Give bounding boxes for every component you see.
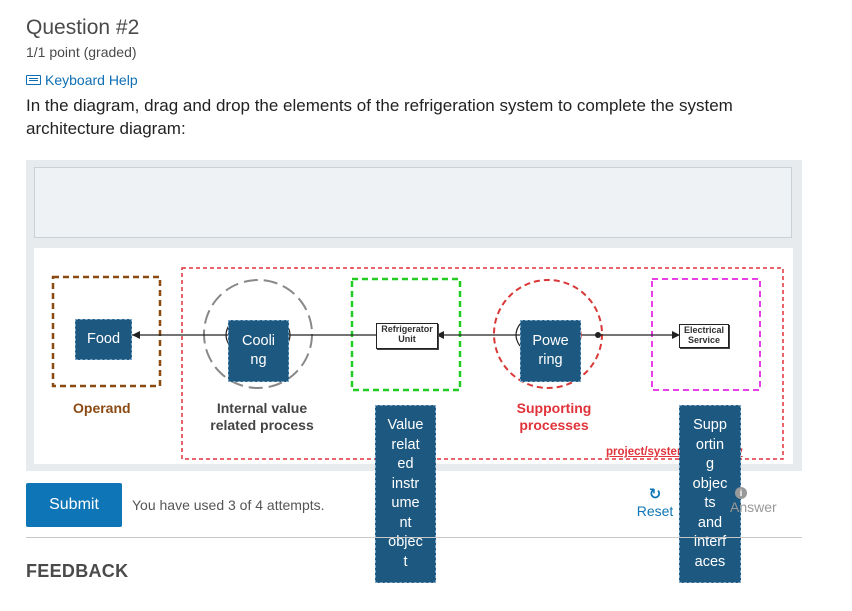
reset-button[interactable]: ↻ Reset (632, 486, 678, 520)
drag-item-text: ring (538, 352, 563, 368)
powering-process-zone (493, 279, 603, 389)
operand-label: Operand (73, 400, 131, 416)
internal-process-label-2: related process (210, 417, 314, 433)
electrical-service-box: Electrical Service (679, 324, 729, 348)
diagram-drawing (51, 267, 784, 460)
drag-item-supporting-objects-and-interfaces[interactable]: Supp ortin g objec ts and interf aces (679, 405, 741, 583)
internal-process-label: Internal value related process (192, 400, 332, 434)
drag-item-food[interactable]: Food (75, 319, 132, 360)
divider (26, 537, 802, 538)
drag-item-text: Supp (693, 417, 727, 433)
system-architecture-diagram: Refrigerator Unit Electrical Service Ope… (34, 248, 793, 464)
keyboard-help-label: Keyboard Help (45, 72, 138, 88)
electrical-label: Service (687, 335, 721, 345)
drag-item-text: objec (388, 534, 423, 550)
drag-item-cooling[interactable]: Cooli ng (228, 320, 289, 382)
drag-item-text: ortin (695, 436, 725, 453)
drag-item-text: ts (704, 495, 716, 511)
drag-item-text: Cooli (241, 332, 276, 349)
system-boundary (181, 267, 784, 460)
drag-item-text: nt (399, 514, 412, 531)
drag-item-text: t (403, 553, 408, 570)
answer-label: Answer (730, 499, 777, 515)
show-answer-button[interactable]: i Answer (730, 487, 794, 515)
feedback-heading: FEEDBACK (26, 561, 129, 581)
arrowhead (436, 331, 444, 339)
attempts-text: You have used 3 of 4 attempts. (132, 497, 325, 513)
info-icon: i (735, 487, 747, 499)
process-connector (515, 323, 521, 347)
keyboard-icon (26, 75, 41, 85)
drag-item-text: instr (391, 475, 420, 492)
electrical-label: Electrical (683, 325, 725, 335)
drag-item-text: ume (391, 495, 420, 511)
question-title: Question #2 (26, 16, 140, 39)
drag-item-text: ed (397, 456, 414, 472)
drag-item-text: interf (693, 534, 727, 550)
drag-item-text: relat (391, 436, 420, 453)
arrowhead (132, 331, 140, 339)
refrigerator-label: Unit (398, 334, 416, 344)
drag-item-value-related-instrument-object[interactable]: Value relat ed instr ume nt objec t (375, 405, 436, 583)
connector-dot (595, 332, 601, 338)
question-points: 1/1 point (graded) (26, 44, 137, 60)
refresh-icon: ↻ (648, 486, 662, 503)
question-instructions: In the diagram, drag and drop the elemen… (26, 96, 733, 138)
supporting-processes-label: Supporting processes (504, 400, 604, 434)
drag-item-text: g (705, 456, 715, 472)
drag-item-text: ng (250, 352, 267, 368)
drag-item-text: Food (86, 330, 121, 347)
drag-item-text: Powe (532, 332, 569, 349)
item-bank[interactable] (34, 167, 792, 238)
drag-item-text: objec (692, 475, 728, 492)
supporting-label-2: processes (519, 417, 589, 433)
drag-item-text: and (697, 514, 723, 531)
refrigerator-label: Refrigerator (381, 324, 433, 334)
internal-process-zone (203, 279, 313, 389)
submit-button[interactable]: Submit (26, 483, 122, 527)
refrigerator-unit-box: Refrigerator Unit (376, 323, 438, 349)
drag-item-powering[interactable]: Powe ring (520, 320, 581, 382)
reset-label: Reset (636, 503, 674, 519)
operand-zone (51, 275, 162, 388)
drag-item-text: Value (387, 417, 424, 433)
internal-process-label-1: Internal value (216, 400, 308, 416)
drag-item-text: aces (694, 553, 726, 570)
supporting-label-1: Supporting (516, 400, 592, 416)
arrowhead (672, 331, 680, 339)
keyboard-help-link[interactable]: Keyboard Help (26, 72, 138, 88)
